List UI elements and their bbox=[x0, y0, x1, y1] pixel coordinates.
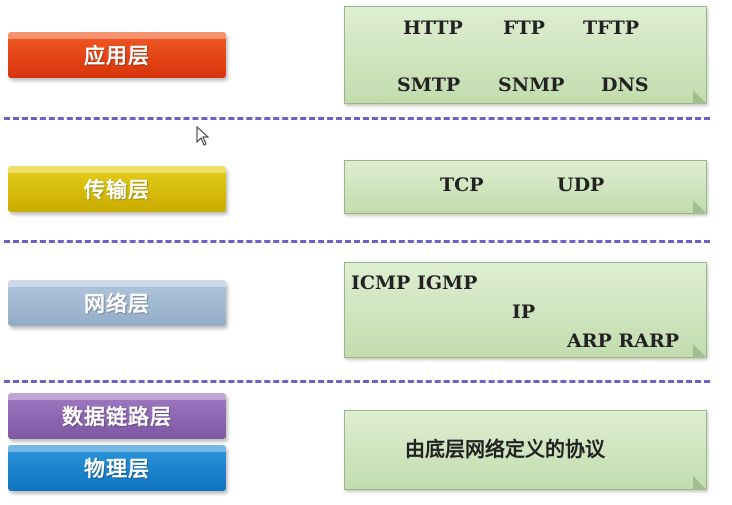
mouse-pointer-icon bbox=[196, 126, 210, 146]
lower-layer-protocols-box: 由底层网络定义的协议 bbox=[344, 410, 707, 490]
transport-layer-label: 传输层 bbox=[84, 178, 150, 202]
protocol-dns: DNS bbox=[601, 74, 649, 96]
transport-layer-bar: 传输层 bbox=[8, 166, 226, 212]
physical-layer-label: 物理层 bbox=[84, 457, 150, 481]
protocol-http: HTTP bbox=[403, 17, 463, 39]
protocol-snmp: SNMP bbox=[498, 74, 565, 96]
data-link-layer-bar: 数据链路层 bbox=[8, 393, 226, 439]
protocol-tftp: TFTP bbox=[583, 17, 640, 39]
physical-layer-bar: 物理层 bbox=[8, 445, 226, 491]
application-protocols-box: HTTP FTP TFTP SMTP SNMP DNS bbox=[344, 6, 707, 104]
application-layer-label: 应用层 bbox=[84, 44, 150, 68]
network-layer-bar: 网络层 bbox=[8, 280, 226, 326]
protocol-udp: UDP bbox=[557, 174, 605, 196]
layer-separator bbox=[4, 117, 710, 120]
protocol-ip: IP bbox=[512, 301, 536, 323]
layer-separator bbox=[4, 240, 710, 243]
transport-protocols-box: TCP UDP bbox=[344, 160, 707, 214]
lower-layer-protocols-text: 由底层网络定义的协议 bbox=[405, 437, 605, 461]
protocol-smtp: SMTP bbox=[397, 74, 461, 96]
layer-separator bbox=[4, 380, 710, 383]
application-layer-bar: 应用层 bbox=[8, 32, 226, 78]
network-layer-label: 网络层 bbox=[84, 292, 150, 316]
data-link-layer-label: 数据链路层 bbox=[62, 405, 172, 429]
protocol-icmp-igmp: ICMP IGMP bbox=[351, 272, 478, 294]
protocol-ftp: FTP bbox=[503, 17, 545, 39]
protocol-tcp: TCP bbox=[440, 174, 484, 196]
network-protocols-box: ICMP IGMP IP ARP RARP bbox=[344, 262, 707, 358]
protocol-arp-rarp: ARP RARP bbox=[567, 330, 680, 352]
